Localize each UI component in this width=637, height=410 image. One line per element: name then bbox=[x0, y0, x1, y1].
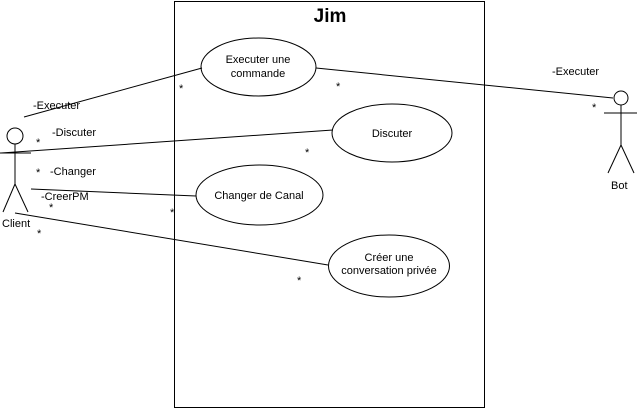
association-line-client-canal bbox=[30, 188, 197, 197]
actor-bot[interactable] bbox=[604, 90, 637, 174]
role-label-client-discuter: -Discuter bbox=[52, 127, 96, 139]
multiplicity-bot-executer-actor: * bbox=[592, 102, 597, 114]
multiplicity-client-executer-usecase: * bbox=[179, 83, 184, 95]
role-label-client-pm: -CreerPM bbox=[41, 191, 89, 203]
role-label-client-canal: -Changer bbox=[50, 166, 96, 178]
multiplicity-client-pm-usecase: * bbox=[297, 275, 302, 287]
use-case-executer-line2: commande bbox=[231, 68, 285, 80]
use-case-changer-canal[interactable]: Changer de Canal bbox=[195, 164, 324, 226]
association-line-client-pm bbox=[14, 212, 329, 266]
multiplicity-client-discuter-actor: * bbox=[36, 167, 41, 179]
system-boundary bbox=[174, 1, 485, 408]
use-case-pm-line1: Créer une bbox=[365, 252, 414, 264]
multiplicity-bot-executer-usecase: * bbox=[336, 81, 341, 93]
role-label-client-executer: -Executer bbox=[33, 100, 80, 112]
actor-client[interactable] bbox=[0, 127, 31, 213]
role-label-bot-executer: -Executer bbox=[552, 66, 599, 78]
actor-bot-label: Bot bbox=[611, 180, 628, 192]
use-case-executer-line1: Executer une bbox=[226, 54, 291, 66]
use-case-discuter-label: Discuter bbox=[372, 128, 413, 140]
multiplicity-client-pm-actor: * bbox=[49, 202, 54, 214]
use-case-discuter[interactable]: Discuter bbox=[331, 103, 453, 163]
use-case-executer-commande[interactable]: Executer une commande bbox=[200, 37, 317, 97]
multiplicity-client-canal-usecase: * bbox=[170, 207, 175, 219]
multiplicity-client-discuter-usecase: * bbox=[305, 147, 310, 159]
association-line-bot-executer bbox=[315, 67, 614, 99]
association-line-client-executer bbox=[23, 67, 203, 118]
actor-client-label: Client bbox=[2, 218, 30, 230]
use-case-canal-label: Changer de Canal bbox=[214, 190, 303, 202]
multiplicity-client-pm-actor-2: * bbox=[37, 228, 42, 240]
use-case-pm-line2: conversation privée bbox=[341, 265, 436, 277]
multiplicity-client-executer-actor: * bbox=[36, 137, 41, 149]
use-case-conversation-privee[interactable]: Créer une conversation privée bbox=[328, 234, 450, 298]
association-line-client-discuter bbox=[0, 129, 334, 154]
system-title: Jim bbox=[314, 6, 347, 27]
